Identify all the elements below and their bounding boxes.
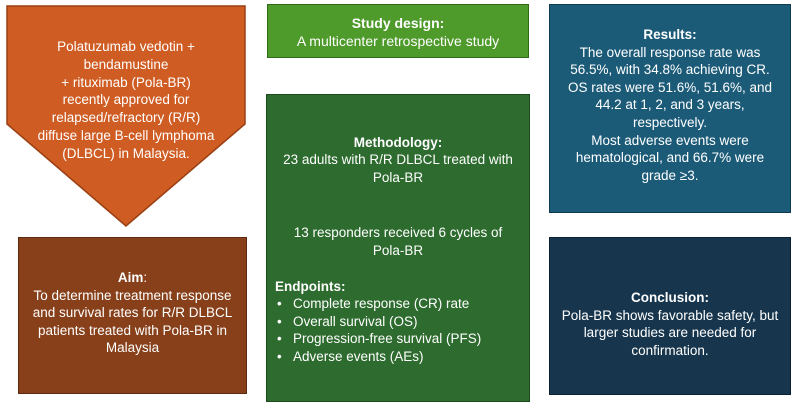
- endpoint-item: Overall survival (OS): [275, 313, 521, 331]
- aim-colon: :: [143, 270, 148, 285]
- results-line: The overall response rate was: [579, 44, 761, 60]
- endpoint-item: Adverse events (AEs): [275, 348, 521, 366]
- results-line: 44.2 at 1, 2, and 3 years,: [595, 97, 745, 113]
- endpoints-title: Endpoints:: [275, 279, 346, 295]
- aim-line: patients treated with Pola-BR in: [37, 322, 228, 338]
- background-pentagon: Polatuzumab vedotin + bendamustine + rit…: [5, 4, 247, 228]
- methodology-line: 23 adults with R/R DLBCL treated with: [283, 152, 513, 168]
- background-line: + rituximab (Pola-BR): [61, 74, 191, 90]
- results-line: Most adverse events were: [591, 132, 749, 148]
- study-design-box: Study design: A multicenter retrospectiv…: [267, 4, 529, 58]
- conclusion-line: larger studies are needed for: [583, 325, 757, 341]
- methodology-title: Methodology:: [353, 135, 443, 150]
- results-line: grade ≥3.: [641, 167, 699, 183]
- endpoint-item: Complete response (CR) rate: [275, 295, 521, 313]
- conclusion-title: Conclusion:: [631, 290, 709, 305]
- methodology-line: Pola-BR: [372, 242, 424, 258]
- results-line: 56.5%, with 34.8% achieving CR.: [570, 62, 770, 78]
- background-text: Polatuzumab vedotin + bendamustine + rit…: [33, 38, 219, 163]
- background-line: bendamustine: [83, 56, 169, 72]
- background-line: relapsed/refractory (R/R): [51, 110, 201, 126]
- study-design-title: Study design:: [351, 15, 445, 31]
- methodology-line: 13 responders received 6 cycles of: [293, 225, 503, 241]
- background-line: (DLBCL) in Malaysia.: [62, 145, 190, 161]
- results-line: hematological, and 66.7% were: [575, 150, 765, 166]
- pentagon-shape: [6, 5, 246, 227]
- results-line: respectively.: [632, 114, 708, 130]
- aim-heading: Aim:: [25, 269, 240, 287]
- aim-line: and survival rates for R/R DLBCL: [32, 305, 233, 321]
- study-design-text: A multicenter retrospective study: [296, 33, 500, 49]
- conclusion-box: Conclusion: Pola-BR shows favorable safe…: [549, 237, 791, 395]
- results-box: Results: The overall response rate was 5…: [549, 4, 791, 213]
- results-line: OS rates were 51.6%, 51.6%, and: [567, 79, 773, 95]
- background-line: diffuse large B-cell lymphoma: [37, 127, 215, 143]
- background-line: Polatuzumab vedotin +: [57, 39, 195, 54]
- background-line: recently approved for: [62, 92, 190, 108]
- aim-box: Aim: To determine treatment response and…: [18, 237, 247, 394]
- aim-title: Aim: [117, 270, 144, 285]
- aim-line: Malaysia: [105, 340, 160, 356]
- endpoint-item: Progression-free survival (PFS): [275, 330, 521, 348]
- aim-line: To determine treatment response: [33, 287, 232, 303]
- endpoints-list: Complete response (CR) rate Overall surv…: [275, 295, 521, 365]
- methodology-box: Methodology: 23 adults with R/R DLBCL tr…: [266, 94, 530, 402]
- results-title: Results:: [643, 27, 697, 42]
- conclusion-line: Pola-BR shows favorable safety, but: [561, 307, 779, 323]
- conclusion-line: confirmation.: [631, 342, 709, 358]
- methodology-line: Pola-BR: [372, 169, 424, 185]
